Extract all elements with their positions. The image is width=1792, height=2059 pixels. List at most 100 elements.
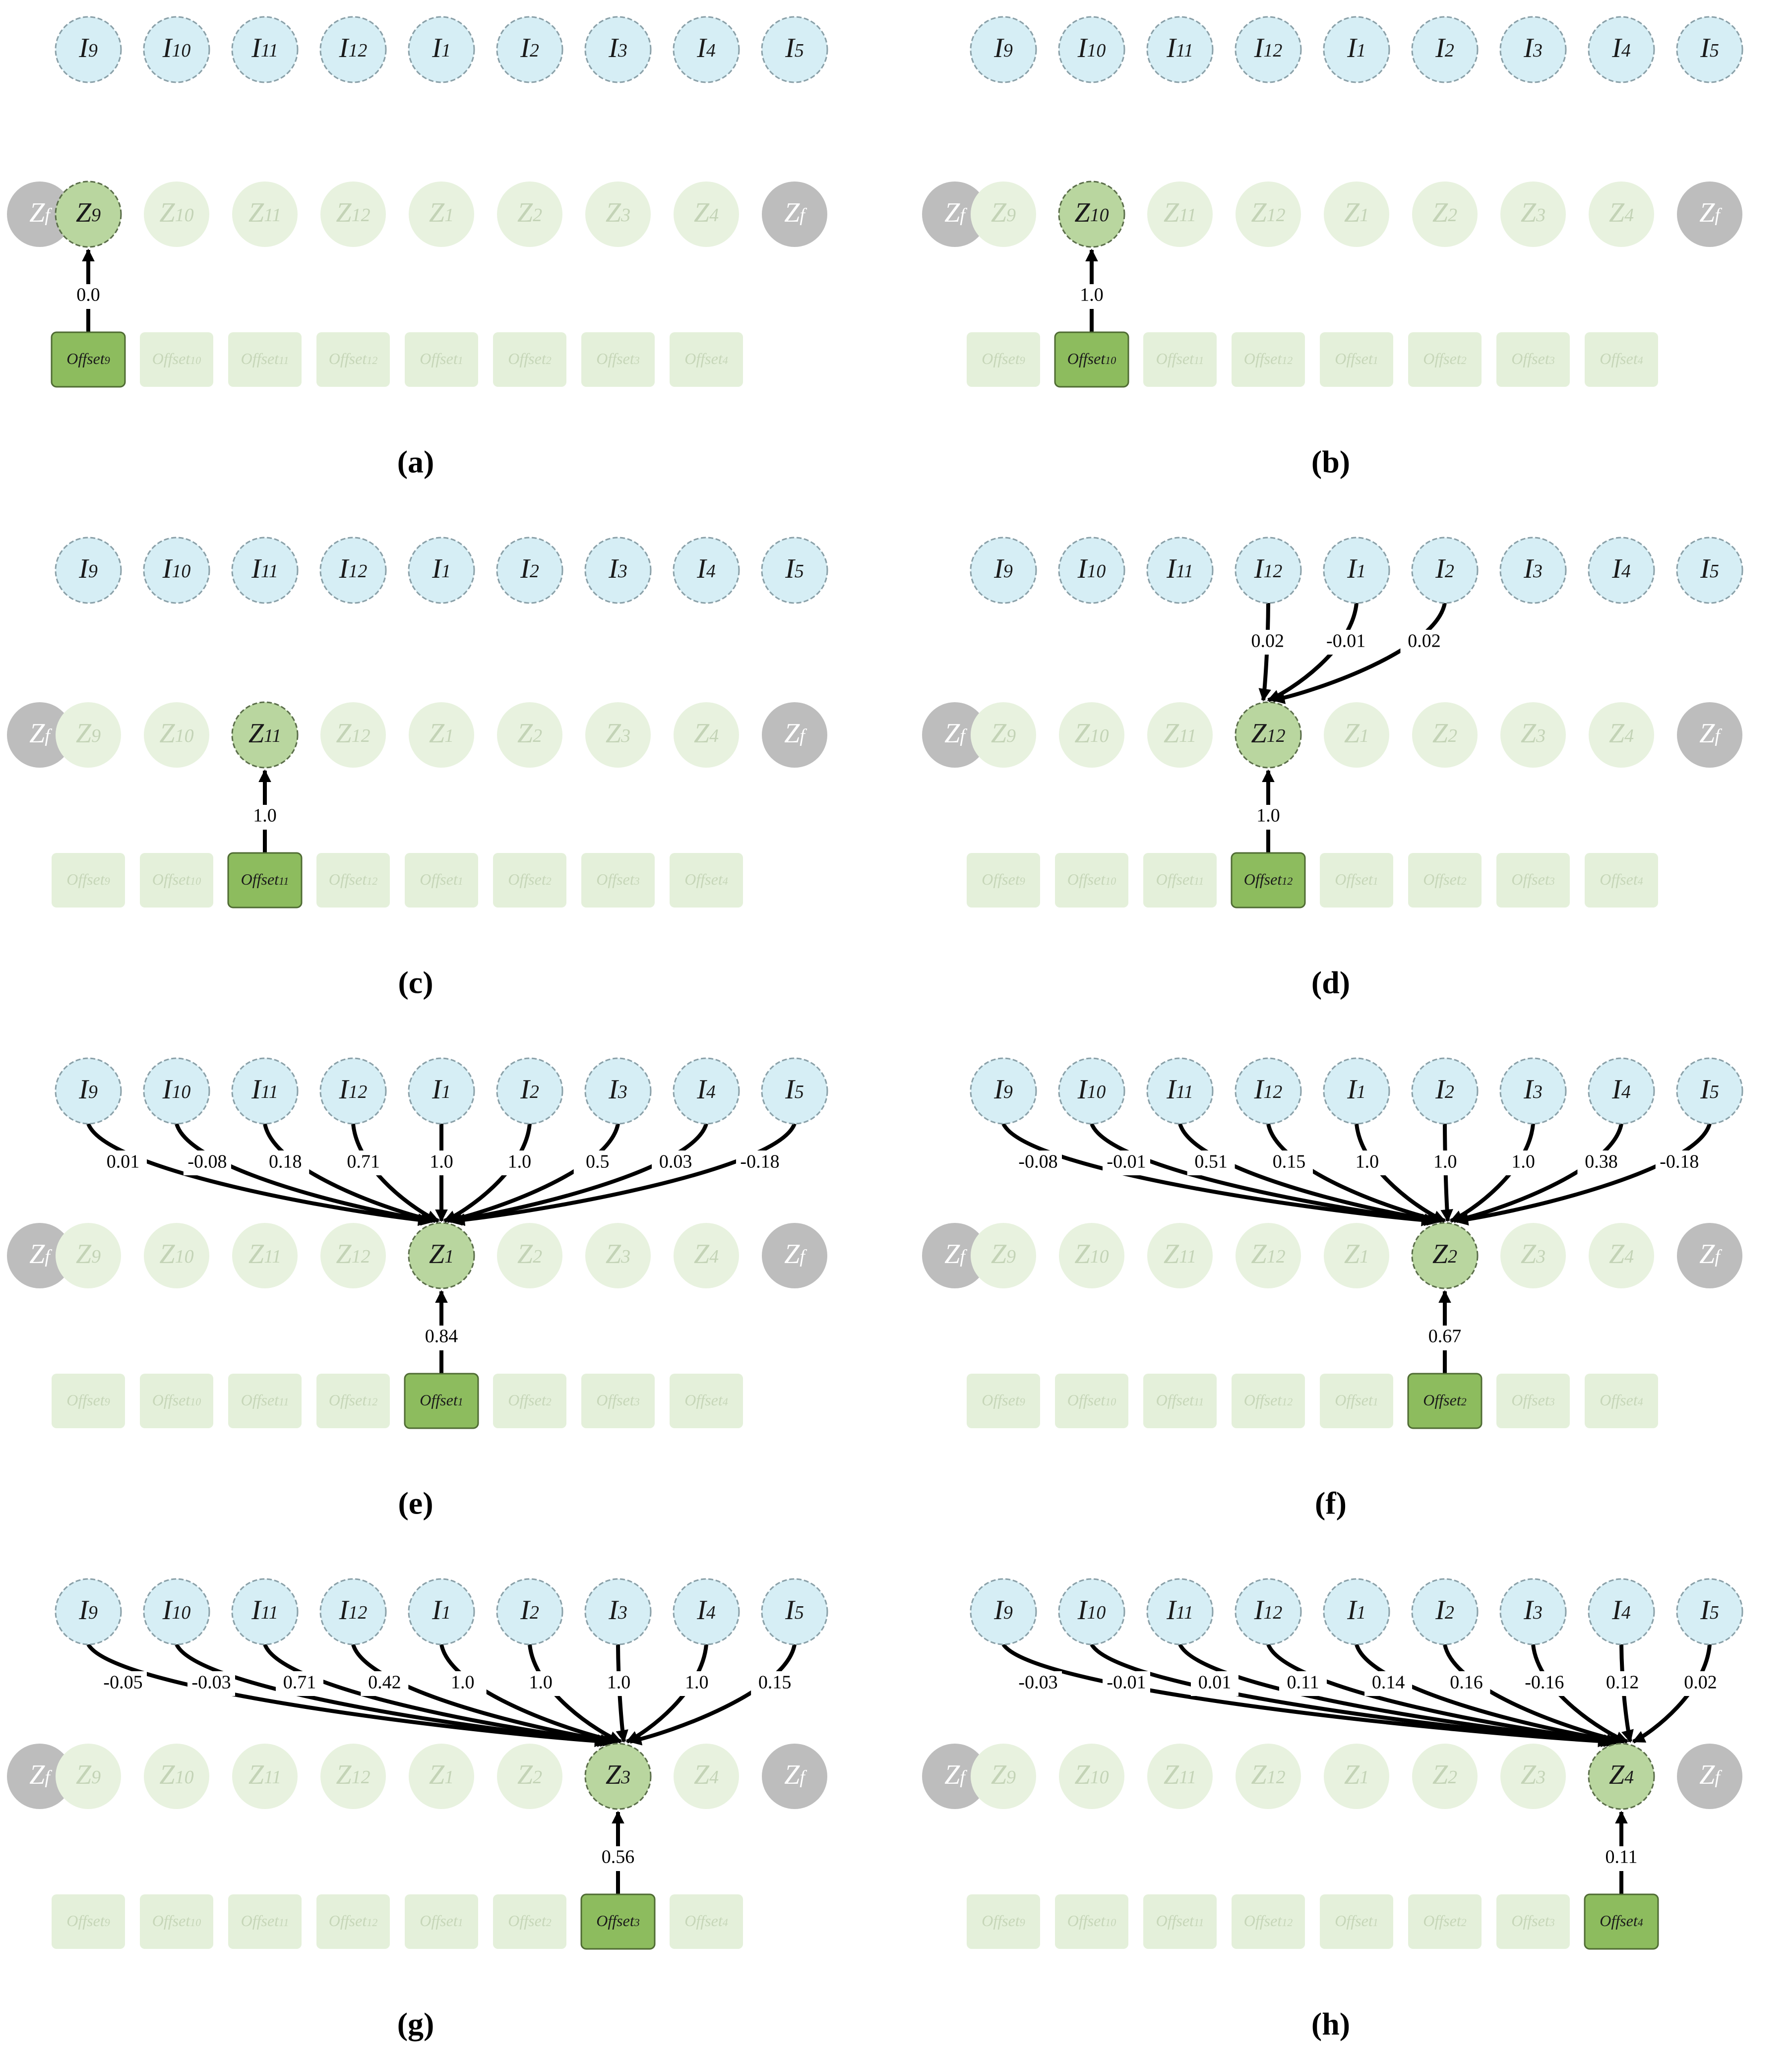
latent-node: [1147, 702, 1213, 768]
offset-weight-label: 0.11: [1605, 1847, 1637, 1868]
offset-weight-label: 0.84: [425, 1326, 458, 1347]
offset-box: [140, 1374, 213, 1428]
offset-box: [140, 1894, 213, 1949]
offset-box-label: Offset4: [1600, 1912, 1643, 1930]
input-node-label: I4: [1611, 553, 1631, 584]
input-weight-edge: [528, 1644, 622, 1744]
input-node-label: I4: [1611, 1074, 1631, 1105]
weight-label-bg: [595, 1671, 643, 1696]
input-node: [1235, 1057, 1302, 1125]
weight-label-bg: [276, 1671, 323, 1696]
input-weight-label: 0.15: [1273, 1151, 1306, 1172]
offset-box-label: Offset2: [1423, 1391, 1466, 1409]
latent-node-label: Z1: [429, 1239, 454, 1270]
input-node-label: I11: [1166, 1074, 1193, 1105]
offset-box-label: Offset2: [508, 1391, 551, 1409]
latent-node: [1147, 1744, 1213, 1809]
input-node: [231, 16, 299, 83]
offset-box-label: Offset9: [982, 1391, 1025, 1409]
offset-box-label: Offset1: [1335, 1391, 1378, 1409]
input-weight-label: 0.71: [283, 1672, 316, 1693]
latent-node: [232, 1223, 298, 1288]
input-weight-edge: [1090, 1123, 1437, 1226]
input-node: [1588, 537, 1655, 604]
input-node: [673, 1057, 740, 1125]
latent-node-active: [1588, 1743, 1655, 1810]
latent-node: [232, 1744, 298, 1809]
input-node-label: I9: [78, 553, 98, 584]
input-weight-label: 0.01: [107, 1151, 140, 1172]
latent-node-label: Z11: [1164, 1239, 1196, 1270]
weight-label-bg: [418, 1151, 465, 1175]
input-weight-edge: [616, 1644, 628, 1743]
input-node: [1235, 537, 1302, 604]
input-weight-label: 0.42: [368, 1672, 401, 1693]
offset-box: [1496, 853, 1570, 908]
offset-box-label: Offset4: [684, 870, 728, 888]
input-node-label: I12: [1254, 1595, 1283, 1626]
input-node-label: I4: [1611, 1595, 1631, 1626]
offset-box: [493, 1894, 566, 1949]
weight-label-bg: [1187, 1151, 1235, 1175]
latent-node-label: Z10: [1074, 1239, 1109, 1270]
input-weight-label: 1.0: [451, 1672, 475, 1693]
zf-node: [922, 182, 988, 247]
latent-node: [144, 182, 209, 247]
offset-box-active: [1231, 852, 1306, 908]
input-node-label: I5: [785, 1074, 804, 1105]
offset-box: [581, 1374, 655, 1428]
panel-caption: (e): [398, 1486, 433, 1521]
latent-node-label: Z10: [159, 1239, 193, 1270]
input-node: [970, 16, 1037, 83]
latent-node-label: Z11: [248, 1759, 281, 1790]
weight-label-bg: [1243, 630, 1292, 655]
input-node-label: I11: [1166, 33, 1193, 63]
zf-node: [1677, 182, 1742, 247]
offset-box: [405, 1894, 478, 1949]
input-weight-edge: [1178, 1643, 1617, 1747]
weight-label-bg: [99, 1671, 147, 1696]
input-weight-edge: [1266, 1643, 1620, 1747]
zf-node-label: Zf: [1699, 718, 1722, 749]
offset-box-label: Offset2: [508, 870, 551, 888]
latent-node-active: [1411, 1222, 1479, 1289]
input-node: [970, 1578, 1037, 1645]
input-node-label: I10: [162, 1074, 191, 1105]
panel-caption: (b): [1311, 444, 1350, 480]
input-node: [1499, 1578, 1567, 1645]
offset-box-label: Offset3: [1511, 1912, 1554, 1930]
weight-label-bg: [416, 1326, 467, 1350]
latent-node: [1147, 182, 1213, 247]
offset-box-label: Offset2: [508, 1912, 551, 1930]
latent-node-active: [231, 701, 299, 769]
input-weight-label: 1.0: [607, 1672, 631, 1693]
latent-node: [971, 702, 1036, 768]
offset-box: [1055, 1374, 1128, 1428]
weight-label-bg: [239, 805, 291, 830]
input-weight-label: -0.01: [1326, 631, 1365, 652]
latent-node-label: Z12: [1251, 1759, 1285, 1790]
offset-weight-label: 1.0: [253, 805, 277, 826]
latent-node: [971, 1223, 1036, 1288]
latent-node-label: Z4: [1609, 1759, 1634, 1790]
input-node: [1146, 1578, 1214, 1645]
zf-node: [762, 182, 827, 247]
input-node-label: I9: [993, 1595, 1013, 1626]
input-node-label: I2: [1435, 1595, 1454, 1626]
offset-box: [1408, 853, 1482, 908]
weight-label-bg: [673, 1671, 721, 1696]
input-weight-edge: [1266, 1123, 1443, 1225]
latent-node: [1324, 1744, 1389, 1809]
input-node-label: I1: [432, 553, 451, 584]
offset-box: [1408, 332, 1482, 387]
offset-box-label: Offset9: [66, 1912, 110, 1930]
offset-box-active: [1407, 1373, 1483, 1429]
latent-node: [674, 702, 739, 768]
latent-node-label: Z12: [336, 1759, 370, 1790]
weight-label-bg: [1343, 1151, 1391, 1175]
input-weight-label: 0.71: [347, 1151, 380, 1172]
offset-box: [1143, 853, 1217, 908]
